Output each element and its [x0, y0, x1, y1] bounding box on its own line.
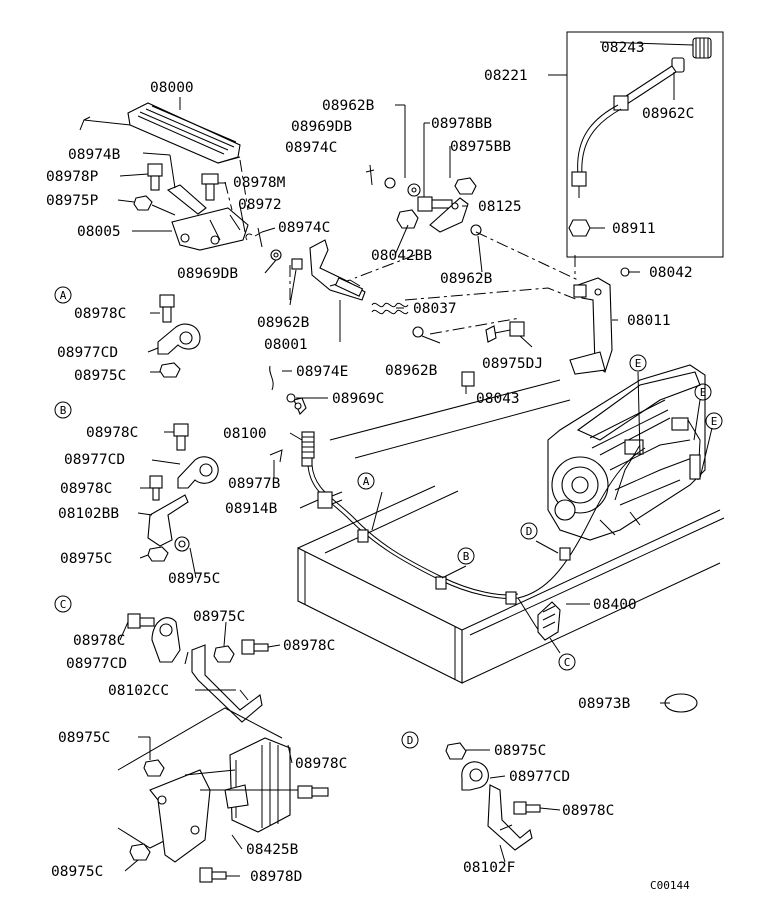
marker-a: A	[60, 289, 67, 302]
label-08100: 08100	[223, 426, 267, 442]
label-08972: 08972	[238, 197, 282, 213]
label-08975DJ: 08975DJ	[482, 356, 543, 372]
label-a-08977CD: 08977CD	[57, 345, 118, 361]
throttle-bracket	[461, 267, 630, 387]
label-08102F: 08102F	[463, 860, 515, 876]
marker-a-cable: A	[363, 475, 370, 488]
label-08042BB: 08042BB	[371, 248, 432, 264]
label-08011: 08011	[627, 313, 671, 329]
part-labels: 08000 08974B 08978P 08978M 08975P 08972 …	[46, 40, 694, 892]
label-08911: 08911	[612, 221, 656, 237]
leader-lines	[117, 41, 694, 877]
label-c-08978C-a: 08978C	[73, 633, 125, 649]
label-k-08975C-b: 08975C	[51, 864, 103, 880]
label-c-08102CC: 08102CC	[108, 683, 169, 699]
label-08978D: 08978D	[250, 869, 302, 885]
detail-b-bracket	[147, 423, 219, 562]
label-c-08975C: 08975C	[193, 609, 245, 625]
label-08001: 08001	[264, 337, 308, 353]
label-b-08975C-b: 08975C	[168, 571, 220, 587]
label-d-08978C: 08978C	[562, 803, 614, 819]
label-k-08975C-a: 08975C	[58, 730, 110, 746]
chassis-frame	[297, 379, 725, 684]
label-08969C: 08969C	[332, 391, 384, 407]
cable-kit-box	[548, 31, 724, 258]
label-08974C-b: 08974C	[285, 140, 337, 156]
label-08243: 08243	[601, 40, 645, 56]
marker-b-cable: B	[463, 550, 470, 563]
label-b-08978C-a: 08978C	[86, 425, 138, 441]
pedal-lever	[309, 239, 424, 338]
detail-a-clamp	[157, 294, 201, 378]
label-08974B: 08974B	[68, 147, 121, 163]
label-08969DB-a: 08969DB	[177, 266, 238, 282]
label-08977B: 08977B	[228, 476, 281, 492]
label-08969DB-b: 08969DB	[291, 119, 352, 135]
label-08978BB: 08978BB	[431, 116, 492, 132]
marker-d: D	[407, 734, 414, 747]
detail-d-bracket	[445, 742, 541, 851]
label-c-08977CD: 08977CD	[66, 656, 127, 672]
switch-assembly	[117, 707, 329, 883]
label-08975BB: 08975BB	[450, 139, 511, 155]
marker-c: C	[60, 598, 67, 611]
assembly-lines	[224, 159, 579, 335]
marker-c-cable: C	[564, 656, 571, 669]
marker-b: B	[60, 404, 67, 417]
label-08914B: 08914B	[225, 501, 278, 517]
label-c-08978C-b: 08978C	[283, 638, 335, 654]
label-08962B-d: 08962B	[385, 363, 438, 379]
label-08978P: 08978P	[46, 169, 99, 185]
label-b-08978C-b: 08978C	[60, 481, 112, 497]
accelerator-cable	[269, 365, 713, 641]
engine-block	[547, 364, 706, 541]
pedal-mount-hardware	[133, 163, 303, 270]
label-k-08978C: 08978C	[295, 756, 347, 772]
accelerator-pedal	[79, 102, 241, 164]
label-d-08975C: 08975C	[494, 743, 546, 759]
label-08043: 08043	[476, 391, 520, 407]
label-b-08975C-a: 08975C	[60, 551, 112, 567]
label-08973B: 08973B	[578, 696, 631, 712]
label-08978M: 08978M	[233, 175, 286, 191]
label-08975P: 08975P	[46, 193, 99, 209]
linkage-hardware	[365, 164, 482, 236]
label-08125: 08125	[478, 199, 522, 215]
label-08962B-c: 08962B	[257, 315, 310, 331]
label-08974C-a: 08974C	[278, 220, 330, 236]
label-08974E: 08974E	[296, 364, 348, 380]
label-b-08977CD: 08977CD	[64, 452, 125, 468]
label-08962C: 08962C	[642, 106, 694, 122]
label-08962B-a: 08962B	[322, 98, 375, 114]
label-a-08975C: 08975C	[74, 368, 126, 384]
marker-d-cable: D	[526, 525, 533, 538]
label-08005: 08005	[77, 224, 121, 240]
label-08037: 08037	[413, 301, 457, 317]
label-a-08978C: 08978C	[74, 306, 126, 322]
diagram-code: C00144	[650, 879, 690, 892]
label-08400: 08400	[593, 597, 637, 613]
label-08221: 08221	[484, 68, 528, 84]
label-08962B-b: 08962B	[440, 271, 493, 287]
label-b-08102BB: 08102BB	[58, 506, 119, 522]
marker-e-1: E	[635, 357, 642, 370]
marker-e-3: E	[711, 415, 718, 428]
section-markers: A B C D A B D C E E E	[54, 286, 723, 749]
marker-e-2: E	[700, 386, 707, 399]
label-08000: 08000	[150, 80, 194, 96]
detail-c-bracket	[127, 613, 269, 723]
label-08042: 08042	[649, 265, 693, 281]
label-08425B: 08425B	[246, 842, 299, 858]
label-d-08977CD: 08977CD	[509, 769, 570, 785]
